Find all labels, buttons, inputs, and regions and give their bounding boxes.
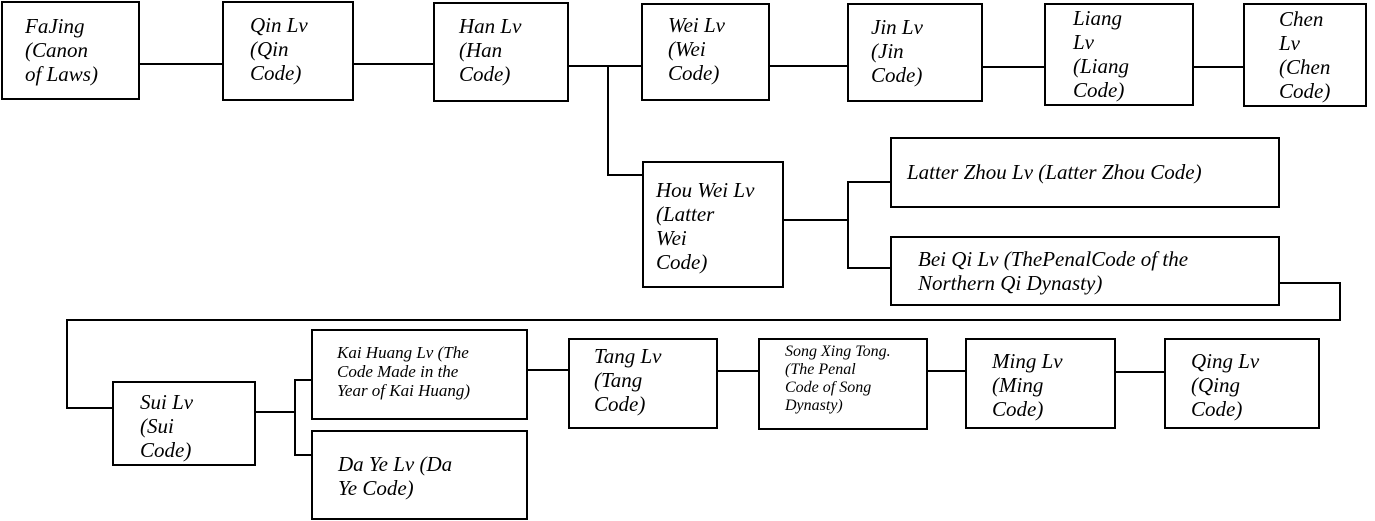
node-jin-lv: Jin Lv (Jin Code) [847, 3, 983, 102]
node-song-xing-tong: Song Xing Tong. (The Penal Code of Song … [758, 338, 928, 430]
node-da-ye-lv: Da Ye Lv (Da Ye Code) [311, 430, 528, 520]
node-latter-zhou-lv: Latter Zhou Lv (Latter Zhou Code) [890, 137, 1280, 208]
node-qing-lv: Qing Lv (Qing Code) [1164, 338, 1320, 429]
node-han-lv: Han Lv (Han Code) [433, 2, 569, 102]
node-kai-huang-lv: Kai Huang Lv (The Code Made in the Year … [311, 329, 528, 420]
connector-fork-kai-da [294, 379, 311, 456]
connector-bei-qi-sui [66, 282, 1341, 409]
node-tang-lv: Tang Lv (Tang Code) [568, 338, 718, 429]
node-wei-lv: Wei Lv (Wei Code) [641, 3, 770, 101]
node-ming-lv: Ming Lv (Ming Code) [965, 338, 1116, 429]
node-liang-lv: Liang Lv (Liang Code) [1044, 3, 1194, 106]
node-bei-qi-lv: Bei Qi Lv (ThePenalCode of the Northern … [890, 236, 1280, 306]
node-fajing: FaJing (Canon of Laws) [1, 1, 140, 100]
node-qin-lv: Qin Lv (Qin Code) [222, 1, 354, 101]
node-chen-lv: Chen Lv (Chen Code) [1243, 3, 1367, 107]
node-sui-lv: Sui Lv (Sui Code) [112, 381, 256, 466]
connector-fork-latter-zhou [847, 181, 890, 269]
node-hou-wei-lv: Hou Wei Lv (Latter Wei Code) [642, 161, 784, 288]
connector-branch-hou-wei [607, 66, 642, 176]
